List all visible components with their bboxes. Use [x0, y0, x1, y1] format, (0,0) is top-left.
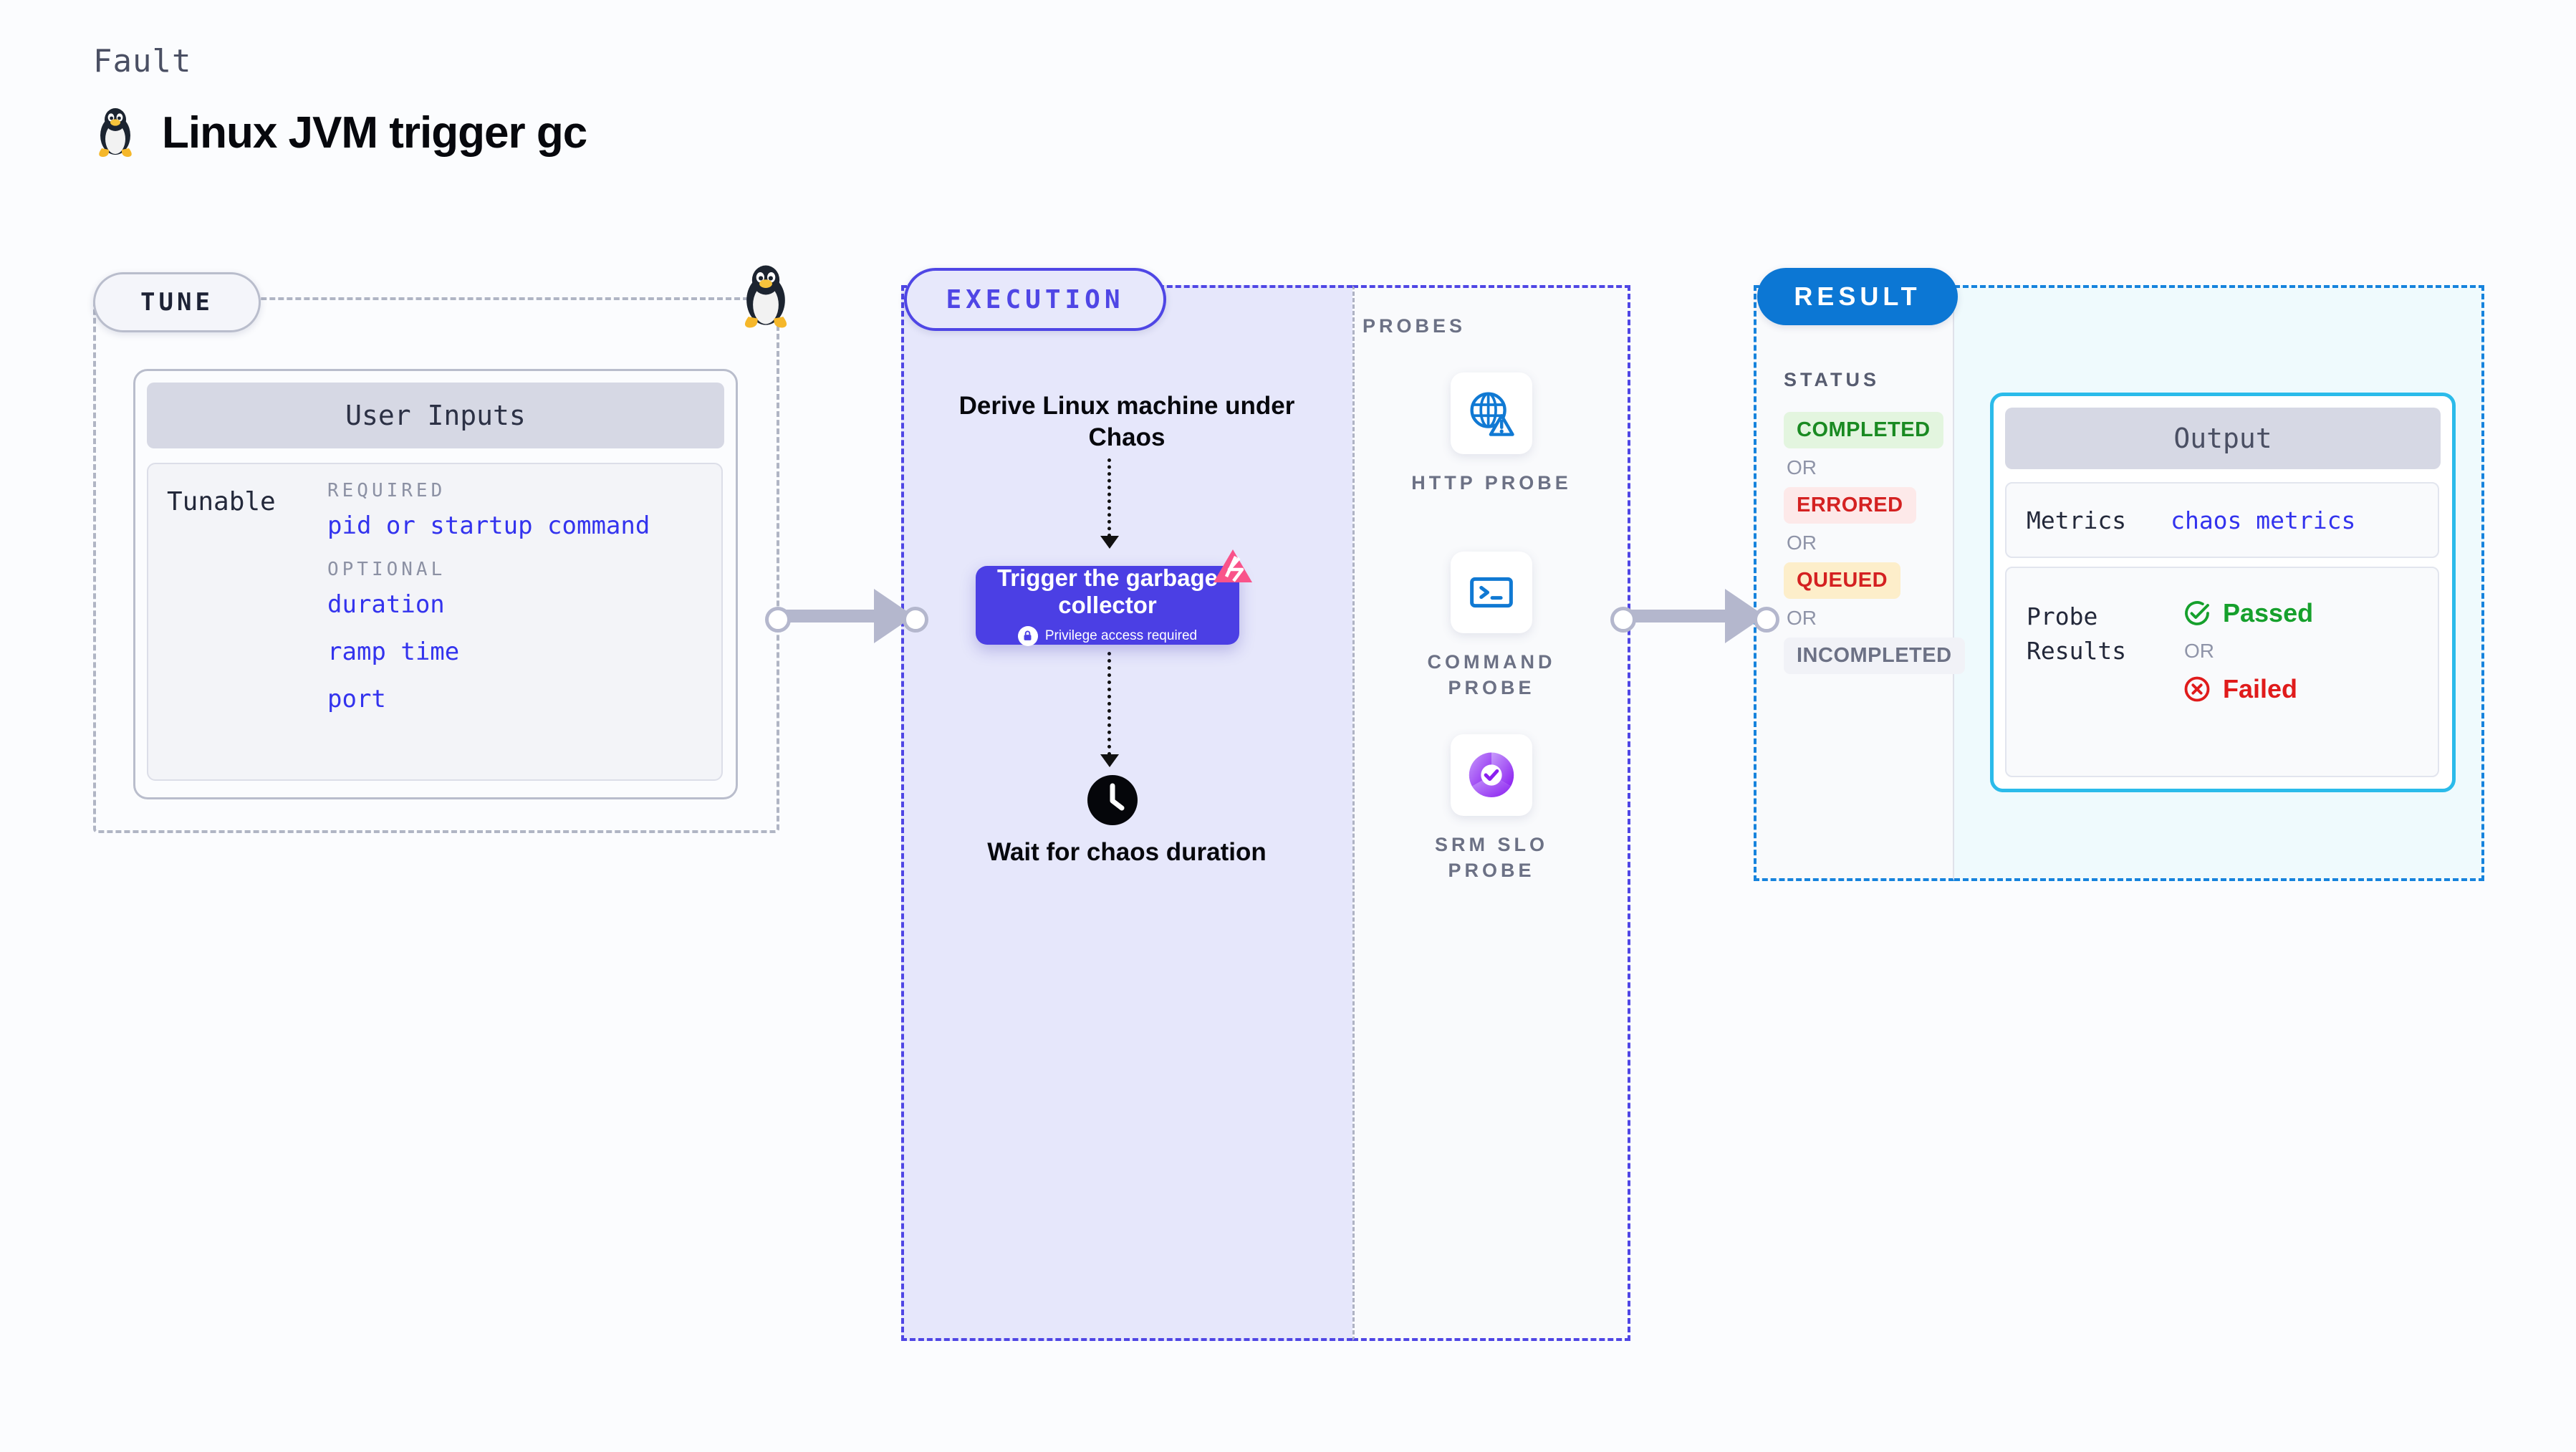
probe-label: HTTP PROBE	[1411, 472, 1572, 494]
result-pill-label[interactable]: RESULT	[1757, 268, 1958, 325]
status-badge-list: COMPLETED OR ERRORED OR QUEUED OR INCOMP…	[1784, 412, 1965, 674]
connector-tune-to-execution	[765, 587, 928, 645]
probe-label: SRM SLO PROBE	[1434, 834, 1548, 882]
probe-item-http[interactable]: HTTP PROBE	[1402, 372, 1581, 496]
probe-card	[1451, 372, 1532, 454]
connector-execution-to-result	[1610, 587, 1779, 645]
required-group-label: REQUIRED	[327, 480, 446, 501]
trigger-action-title: Trigger the garbage collector	[996, 564, 1219, 618]
probes-section-label: PROBES	[1363, 315, 1466, 337]
user-inputs-title: User Inputs	[147, 383, 724, 448]
metrics-value[interactable]: chaos metrics	[2171, 506, 2356, 534]
arrow-head-icon	[1100, 536, 1119, 549]
trigger-action-subtitle-row: Privilege access required	[1017, 625, 1198, 646]
x-circle-icon	[2184, 676, 2210, 702]
execution-step-title: Derive Linux machine under Chaos	[958, 392, 1295, 451]
status-badge-queued: QUEUED	[1784, 562, 1901, 599]
probe-item-srm-slo[interactable]: SRM SLO PROBE	[1402, 734, 1581, 884]
probe-result-passed: Passed	[2183, 598, 2313, 628]
arrow-trigger-to-wait	[1107, 652, 1114, 756]
tunable-box: Tunable REQUIRED pid or startup command …	[147, 463, 723, 781]
tunable-item-pid[interactable]: pid or startup command	[327, 511, 650, 540]
tunable-item-port[interactable]: port	[327, 685, 386, 713]
page-title: Linux JVM trigger gc	[162, 107, 587, 158]
arrow-derive-to-trigger	[1107, 458, 1114, 537]
metrics-key: Metrics	[2027, 506, 2127, 534]
globe-warning-icon	[1470, 392, 1514, 436]
tux-penguin-icon	[744, 265, 787, 328]
status-badge-incompleted: INCOMPLETED	[1784, 638, 1965, 674]
status-or-label: OR	[1787, 456, 1817, 479]
failed-label: Failed	[2223, 674, 2298, 703]
probe-result-failed: Failed	[2183, 674, 2313, 704]
fault-kicker: Fault	[93, 43, 192, 80]
harness-chaos-badge-icon	[1213, 549, 1252, 582]
page-header: Fault Linux JVM trigger gc	[93, 43, 587, 158]
status-badge-errored: ERRORED	[1784, 487, 1916, 524]
probe-card	[1451, 734, 1532, 816]
probe-label: COMMAND PROBE	[1427, 651, 1556, 699]
probe-item-command[interactable]: COMMAND PROBE	[1402, 552, 1581, 701]
user-inputs-card: User Inputs Tunable REQUIRED pid or star…	[133, 369, 738, 799]
probe-result-or-label: OR	[2184, 640, 2214, 662]
status-or-label: OR	[1787, 607, 1817, 629]
trigger-action-subtitle: Privilege access required	[1044, 628, 1198, 643]
tunable-item-duration[interactable]: duration	[327, 590, 445, 619]
tune-panel	[93, 297, 779, 833]
metrics-row: Metrics chaos metrics	[2005, 482, 2439, 558]
slo-donut-check-icon	[1469, 752, 1514, 798]
probe-results-values: Passed OR Failed	[2183, 598, 2313, 704]
trigger-action-box[interactable]: Trigger the garbage collector Privilege …	[976, 564, 1239, 646]
tux-penguin-icon	[99, 108, 132, 157]
check-circle-icon	[2185, 601, 2209, 625]
wait-step-title: Wait for chaos duration	[987, 838, 1267, 866]
execution-pill-label[interactable]: EXECUTION	[904, 268, 1166, 331]
passed-label: Passed	[2223, 598, 2314, 628]
optional-group-label: OPTIONAL	[327, 559, 446, 580]
tunable-item-ramp-time[interactable]: ramp time	[327, 638, 460, 666]
status-badge-completed: COMPLETED	[1784, 412, 1943, 448]
terminal-icon	[1470, 577, 1513, 608]
tune-pill-label[interactable]: TUNE	[93, 272, 261, 332]
tunable-list: REQUIRED pid or startup command OPTIONAL…	[327, 480, 650, 732]
status-or-label: OR	[1787, 532, 1817, 554]
probe-card	[1451, 552, 1532, 633]
lock-icon	[1017, 625, 1038, 646]
output-card-title: Output	[2005, 408, 2441, 469]
page-title-row: Linux JVM trigger gc	[93, 107, 587, 158]
arrow-head-icon	[1100, 754, 1119, 767]
status-section-label: STATUS	[1784, 369, 1880, 390]
clock-icon	[1087, 775, 1138, 825]
tunable-label: Tunable	[167, 487, 276, 516]
